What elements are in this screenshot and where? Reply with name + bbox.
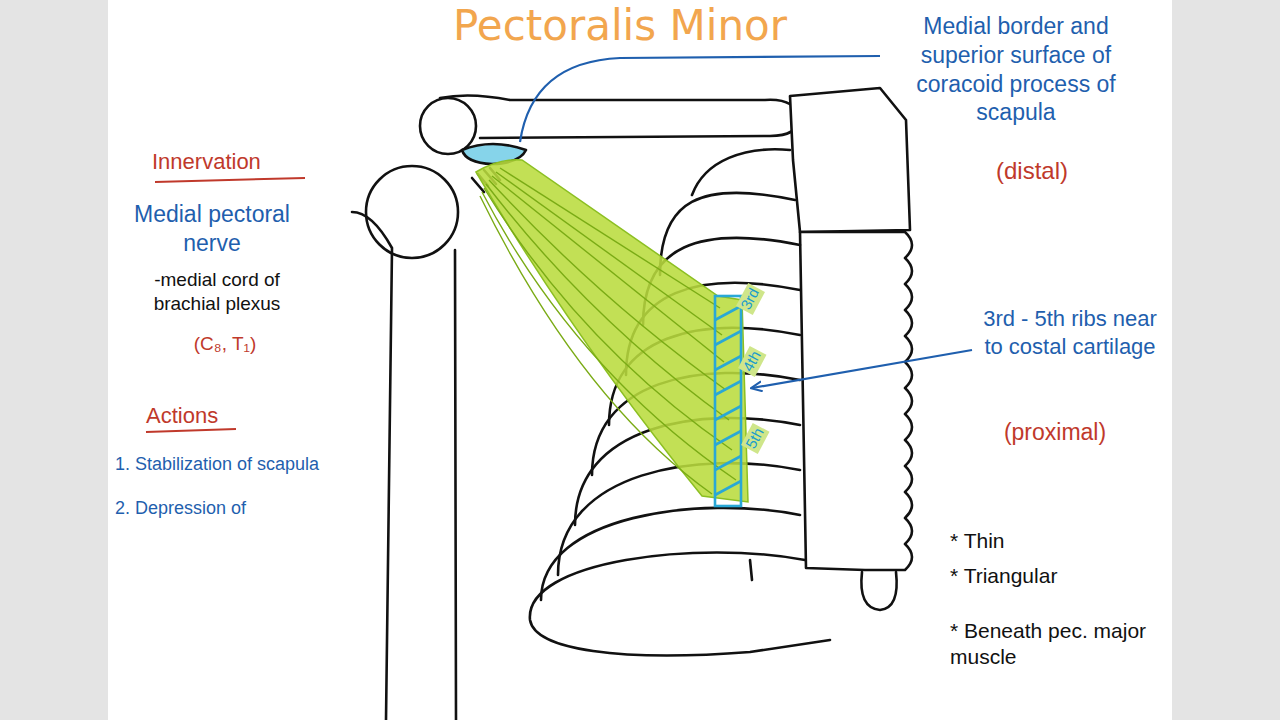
action-item: 2. Depression of [113,497,248,520]
feature-note: * Triangular [950,563,1150,589]
diagram-title: Pectoralis Minor [360,0,880,53]
nerve-name: Medial pectoral nerve [112,200,312,258]
nerve-source: -medial cord of brachial plexus [122,268,312,316]
section-heading: Innervation [152,148,312,176]
origin-note: Medial border and superior surface of co… [888,12,1144,127]
feature-note: * Beneath pec. major muscle [950,618,1165,671]
proximal-note: (proximal) [980,418,1130,447]
insertion-note: 3rd - 5th ribs near to costal cartilage [972,305,1168,360]
spinal-roots: (C₈, T₁) [170,332,280,356]
feature-note: * Thin [950,528,1150,554]
action-item: 1. Stabilization of scapula [113,453,321,476]
distal-note: (distal) [962,156,1102,186]
section-heading: Actions [146,402,266,430]
